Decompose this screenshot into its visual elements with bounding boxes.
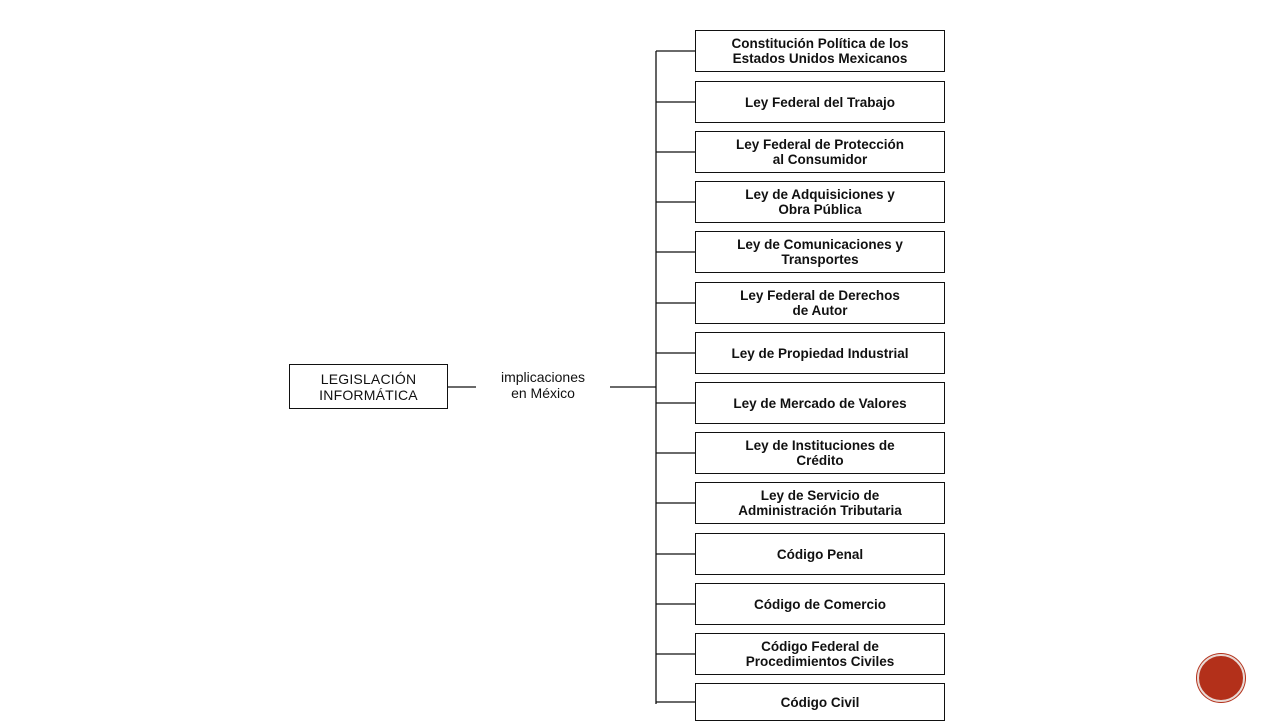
edge-label-implicaciones: implicaciones en México — [500, 369, 586, 401]
law-item-propiedad-industrial: Ley de Propiedad Industrial — [695, 332, 945, 374]
root-node-legislacion-informatica: LEGISLACIÓN INFORMÁTICA — [289, 364, 448, 409]
law-item-procedimientos-civiles: Código Federal de Procedimientos Civiles — [695, 633, 945, 675]
law-item-derechos-autor: Ley Federal de Derechos de Autor — [695, 282, 945, 324]
law-item-codigo-civil: Código Civil — [695, 683, 945, 721]
law-item-codigo-penal: Código Penal — [695, 533, 945, 575]
law-item-trabajo: Ley Federal del Trabajo — [695, 81, 945, 123]
law-item-constitucion: Constitución Política de los Estados Uni… — [695, 30, 945, 72]
law-item-codigo-comercio: Código de Comercio — [695, 583, 945, 625]
law-item-proteccion-consumidor: Ley Federal de Protección al Consumidor — [695, 131, 945, 173]
law-item-comunicaciones: Ley de Comunicaciones y Transportes — [695, 231, 945, 273]
law-item-instituciones-credito: Ley de Instituciones de Crédito — [695, 432, 945, 474]
law-item-adquisiciones: Ley de Adquisiciones y Obra Pública — [695, 181, 945, 223]
law-item-administracion-tributaria: Ley de Servicio de Administración Tribut… — [695, 482, 945, 524]
law-item-mercado-valores: Ley de Mercado de Valores — [695, 382, 945, 424]
circle-badge-icon — [1197, 654, 1245, 702]
